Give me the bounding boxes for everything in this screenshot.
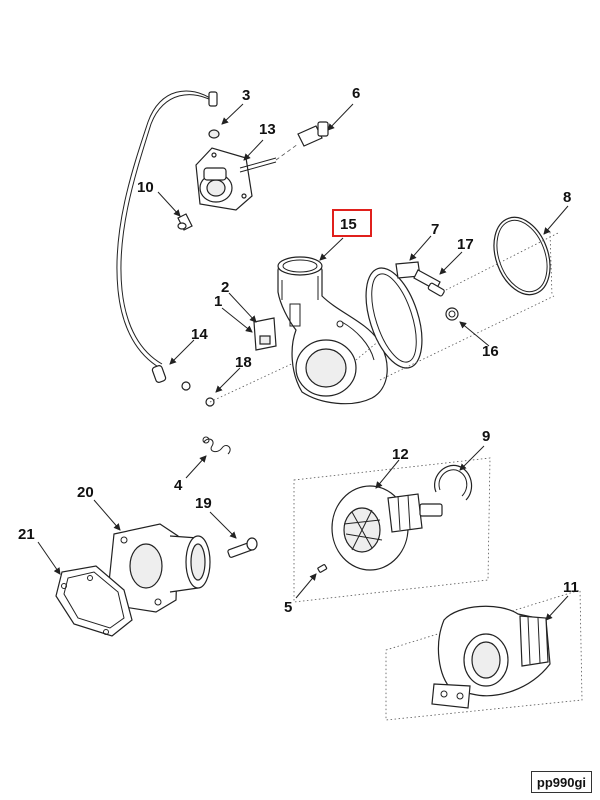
part-20-exhaust-flange — [107, 523, 211, 613]
part-5-pin — [317, 564, 328, 573]
callout-8[interactable]: 8 — [563, 189, 572, 206]
callout-12[interactable]: 12 — [392, 446, 409, 463]
callout-11[interactable]: 11 — [563, 579, 579, 596]
part-8-oring — [493, 216, 551, 296]
callout-17[interactable]: 17 — [457, 236, 474, 253]
part-6-fitting — [275, 121, 329, 161]
callout-1[interactable]: 1 — [214, 293, 223, 310]
part-15-turbine-housing — [277, 256, 388, 405]
part-16-nut — [445, 307, 459, 321]
part-10-bolt — [177, 213, 193, 231]
callout-19[interactable]: 19 — [195, 495, 212, 512]
callout-14[interactable]: 14 — [191, 326, 208, 343]
callout-9[interactable]: 9 — [482, 428, 491, 445]
callout-21[interactable]: 21 — [18, 526, 35, 543]
callout-2[interactable]: 2 — [221, 279, 230, 296]
callout-7[interactable]: 7 — [431, 221, 440, 238]
callout-5[interactable]: 5 — [284, 599, 293, 616]
part-17-tbolt — [427, 282, 445, 297]
callout-10[interactable]: 10 — [137, 179, 154, 196]
leader-lines — [37, 103, 569, 621]
part-9-retaining-ring — [434, 464, 473, 501]
callout-13[interactable]: 13 — [259, 121, 276, 138]
part-18-nuts — [181, 359, 301, 407]
part-21-gasket — [55, 565, 133, 637]
callout-3[interactable]: 3 — [242, 87, 251, 104]
callout-15[interactable]: 15 — [340, 216, 357, 233]
part-11-compressor-housing — [431, 605, 551, 709]
callout-4[interactable]: 4 — [174, 477, 183, 494]
part-13-actuator-bracket — [195, 147, 277, 211]
part-4-clip — [202, 436, 231, 455]
part-1-2-label-plate — [253, 317, 277, 351]
callout-6[interactable]: 6 — [352, 85, 361, 102]
figure-reference-code: pp990gi — [530, 771, 592, 793]
actuator-hose — [116, 90, 214, 369]
part-19-bolt — [227, 537, 258, 558]
callout-18[interactable]: 18 — [235, 354, 252, 371]
part-3-fitting — [208, 91, 220, 139]
part-14-sleeve — [151, 365, 167, 383]
callout-16[interactable]: 16 — [482, 343, 499, 360]
callout-20[interactable]: 20 — [77, 484, 94, 501]
callout-15-highlight — [332, 209, 372, 237]
part-12-rotating-assembly — [331, 485, 443, 571]
